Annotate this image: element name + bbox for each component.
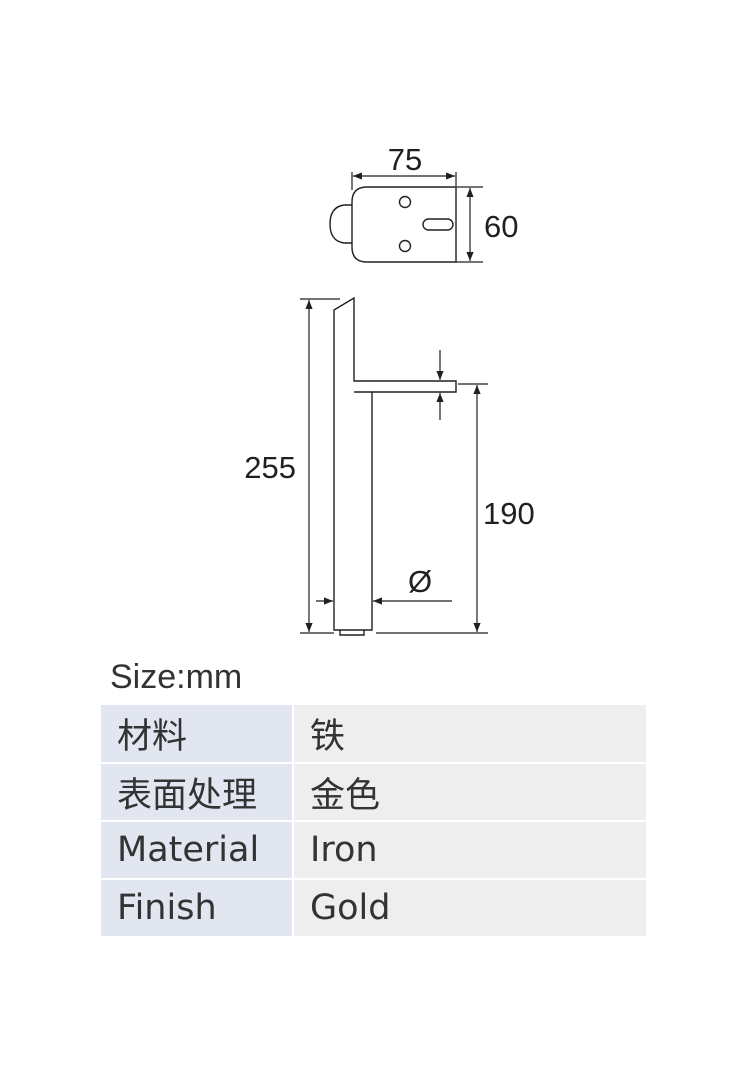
table-row: 表面处理 金色 <box>101 763 646 822</box>
spec-label: Finish <box>101 879 294 938</box>
spec-value: Gold <box>293 879 646 938</box>
table-row: 材料 铁 <box>101 705 646 764</box>
spec-value: 金色 <box>293 763 646 822</box>
spec-label: Material <box>101 821 294 880</box>
top-view <box>329 186 457 263</box>
spec-value: Iron <box>293 821 646 880</box>
lower-height-dimension <box>376 383 488 634</box>
plate-hole-top <box>398 195 412 209</box>
height-dimension <box>300 298 340 634</box>
width-dimension <box>351 172 457 190</box>
plate-hole-bottom <box>398 239 412 253</box>
spec-table: 材料 铁 表面处理 金色 Material Iron Finish Gold <box>101 705 646 938</box>
spec-value: 铁 <box>293 705 646 764</box>
depth-label: 60 <box>484 209 518 244</box>
bolt-shaft <box>333 296 457 631</box>
plate-outline <box>351 186 457 263</box>
bolt-tip <box>339 630 365 636</box>
lower-height-label: 190 <box>483 496 535 531</box>
plate-knob <box>329 204 352 244</box>
spec-label: 表面处理 <box>101 763 294 822</box>
plate-slot <box>422 218 454 231</box>
technical-drawing: 75 60 255 190 Ø <box>244 142 535 636</box>
width-label: 75 <box>388 142 422 177</box>
side-view <box>333 296 457 636</box>
spec-label: 材料 <box>101 705 294 764</box>
size-unit-label: Size:mm <box>110 658 243 696</box>
depth-dimension <box>456 186 483 263</box>
height-label: 255 <box>244 450 296 485</box>
table-row: Finish Gold <box>101 879 646 938</box>
table-row: Material Iron <box>101 821 646 880</box>
diameter-label: Ø <box>408 564 432 599</box>
